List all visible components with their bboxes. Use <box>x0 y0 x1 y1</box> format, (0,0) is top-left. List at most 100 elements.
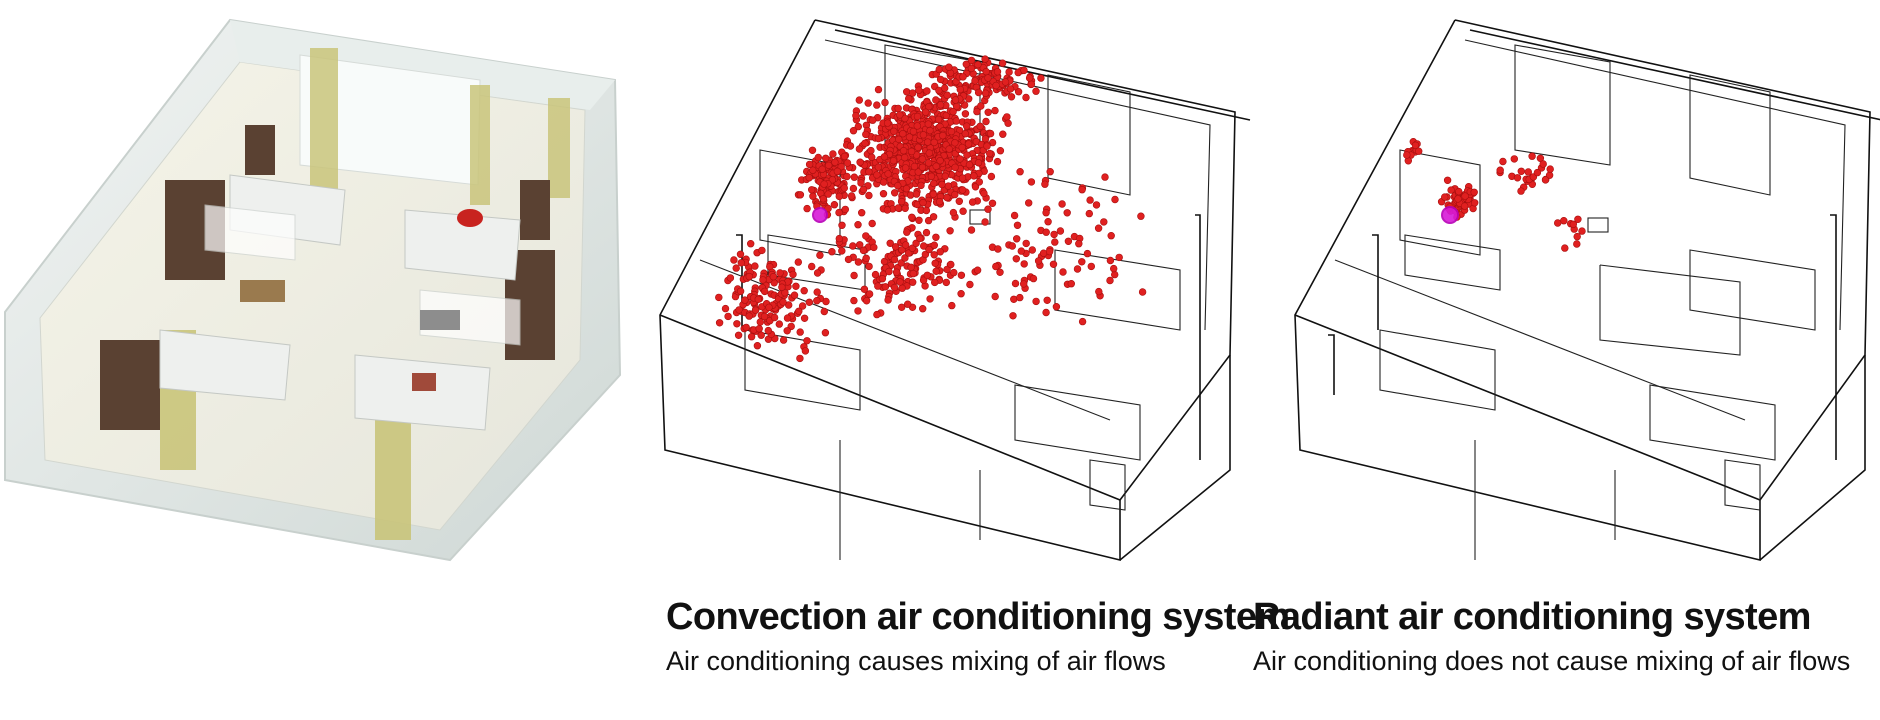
air-particle <box>1471 199 1479 207</box>
air-particle <box>951 190 959 199</box>
air-particle <box>813 288 821 296</box>
air-particle <box>1095 287 1103 296</box>
air-particle <box>1028 246 1036 254</box>
air-particle <box>856 241 864 249</box>
air-particle <box>783 327 791 335</box>
radiant-caption-subtitle: Air conditioning does not cause mixing o… <box>1253 646 1851 676</box>
air-particle <box>942 278 950 287</box>
air-particle <box>884 170 892 178</box>
air-particle <box>745 272 754 281</box>
air-particle <box>751 306 760 314</box>
air-particle <box>1470 188 1478 197</box>
air-particle <box>1016 293 1024 302</box>
air-particle <box>808 146 817 155</box>
air-particle <box>846 142 855 150</box>
air-particle <box>865 191 873 200</box>
air-particle <box>858 209 866 217</box>
radiant-caption-title: Radiant air conditioning system <box>1253 596 1811 638</box>
air-particle <box>821 329 830 337</box>
air-particle <box>934 115 943 124</box>
air-particle <box>963 122 971 130</box>
air-particle <box>986 149 994 158</box>
air-particle <box>1073 265 1082 273</box>
air-particle <box>880 178 888 186</box>
air-particle <box>745 312 753 320</box>
air-particle <box>958 174 967 182</box>
air-particle <box>1539 160 1547 168</box>
air-particle <box>1137 212 1145 220</box>
air-particle <box>964 140 973 148</box>
air-particle <box>1017 247 1025 255</box>
air-particle <box>760 287 769 296</box>
air-particle <box>952 117 960 125</box>
air-particle <box>967 64 976 73</box>
air-particle <box>880 153 889 161</box>
air-particle <box>1403 151 1411 159</box>
air-particle <box>859 112 867 120</box>
air-particle <box>1003 113 1011 121</box>
air-particle <box>1106 276 1114 285</box>
air-particle <box>936 248 944 256</box>
air-particle <box>1027 178 1036 186</box>
air-particle <box>951 163 959 172</box>
air-particle <box>820 307 829 316</box>
air-particle <box>1092 201 1101 209</box>
air-particle <box>874 163 883 171</box>
air-particle <box>905 133 914 141</box>
air-particle <box>967 56 976 65</box>
air-particle <box>965 161 974 169</box>
air-particle <box>984 74 992 82</box>
air-particle <box>779 336 788 344</box>
air-particle <box>935 65 943 74</box>
air-particle <box>1578 227 1586 235</box>
convection-wireframe <box>659 19 1251 562</box>
air-particle <box>805 298 814 306</box>
air-particle <box>1546 165 1554 173</box>
air-particle <box>982 117 990 126</box>
air-particle <box>1554 219 1562 227</box>
air-particle <box>878 275 887 283</box>
air-particle <box>980 189 988 198</box>
air-particle <box>941 172 949 180</box>
air-particle <box>1415 147 1423 155</box>
air-particle <box>833 167 842 176</box>
air-particle <box>1039 249 1048 257</box>
air-particle <box>971 183 980 191</box>
air-particle <box>840 184 849 192</box>
air-particle <box>930 251 938 259</box>
air-particle <box>1085 209 1093 218</box>
air-particle <box>908 89 917 97</box>
air-particle <box>1083 249 1092 258</box>
air-particle <box>860 285 869 293</box>
air-particle <box>865 290 874 298</box>
air-particle <box>966 280 974 289</box>
air-particle <box>824 190 832 198</box>
contamination-source-marker <box>812 207 828 223</box>
air-particle <box>950 268 958 277</box>
air-particle <box>764 326 773 335</box>
air-particle <box>1517 187 1525 195</box>
air-particle <box>852 111 860 120</box>
air-particle <box>983 142 991 150</box>
air-particle <box>751 262 759 270</box>
air-particle <box>945 63 953 71</box>
air-particle <box>1086 196 1094 204</box>
air-particle <box>942 111 950 120</box>
air-particle <box>889 157 898 165</box>
air-particle <box>956 155 964 163</box>
air-particle <box>922 228 931 237</box>
air-particle <box>929 213 938 221</box>
air-particle <box>1029 274 1038 283</box>
air-particle <box>849 242 857 250</box>
air-particle <box>919 305 927 313</box>
air-particle <box>981 89 990 97</box>
air-particle <box>862 232 870 240</box>
air-particle <box>865 262 873 271</box>
air-particle <box>724 312 732 321</box>
air-particle <box>974 159 983 167</box>
radiant-particles <box>1403 138 1586 252</box>
air-particle <box>1020 66 1028 75</box>
air-particle <box>914 143 922 152</box>
air-particle <box>908 244 917 252</box>
air-particle <box>830 201 839 209</box>
